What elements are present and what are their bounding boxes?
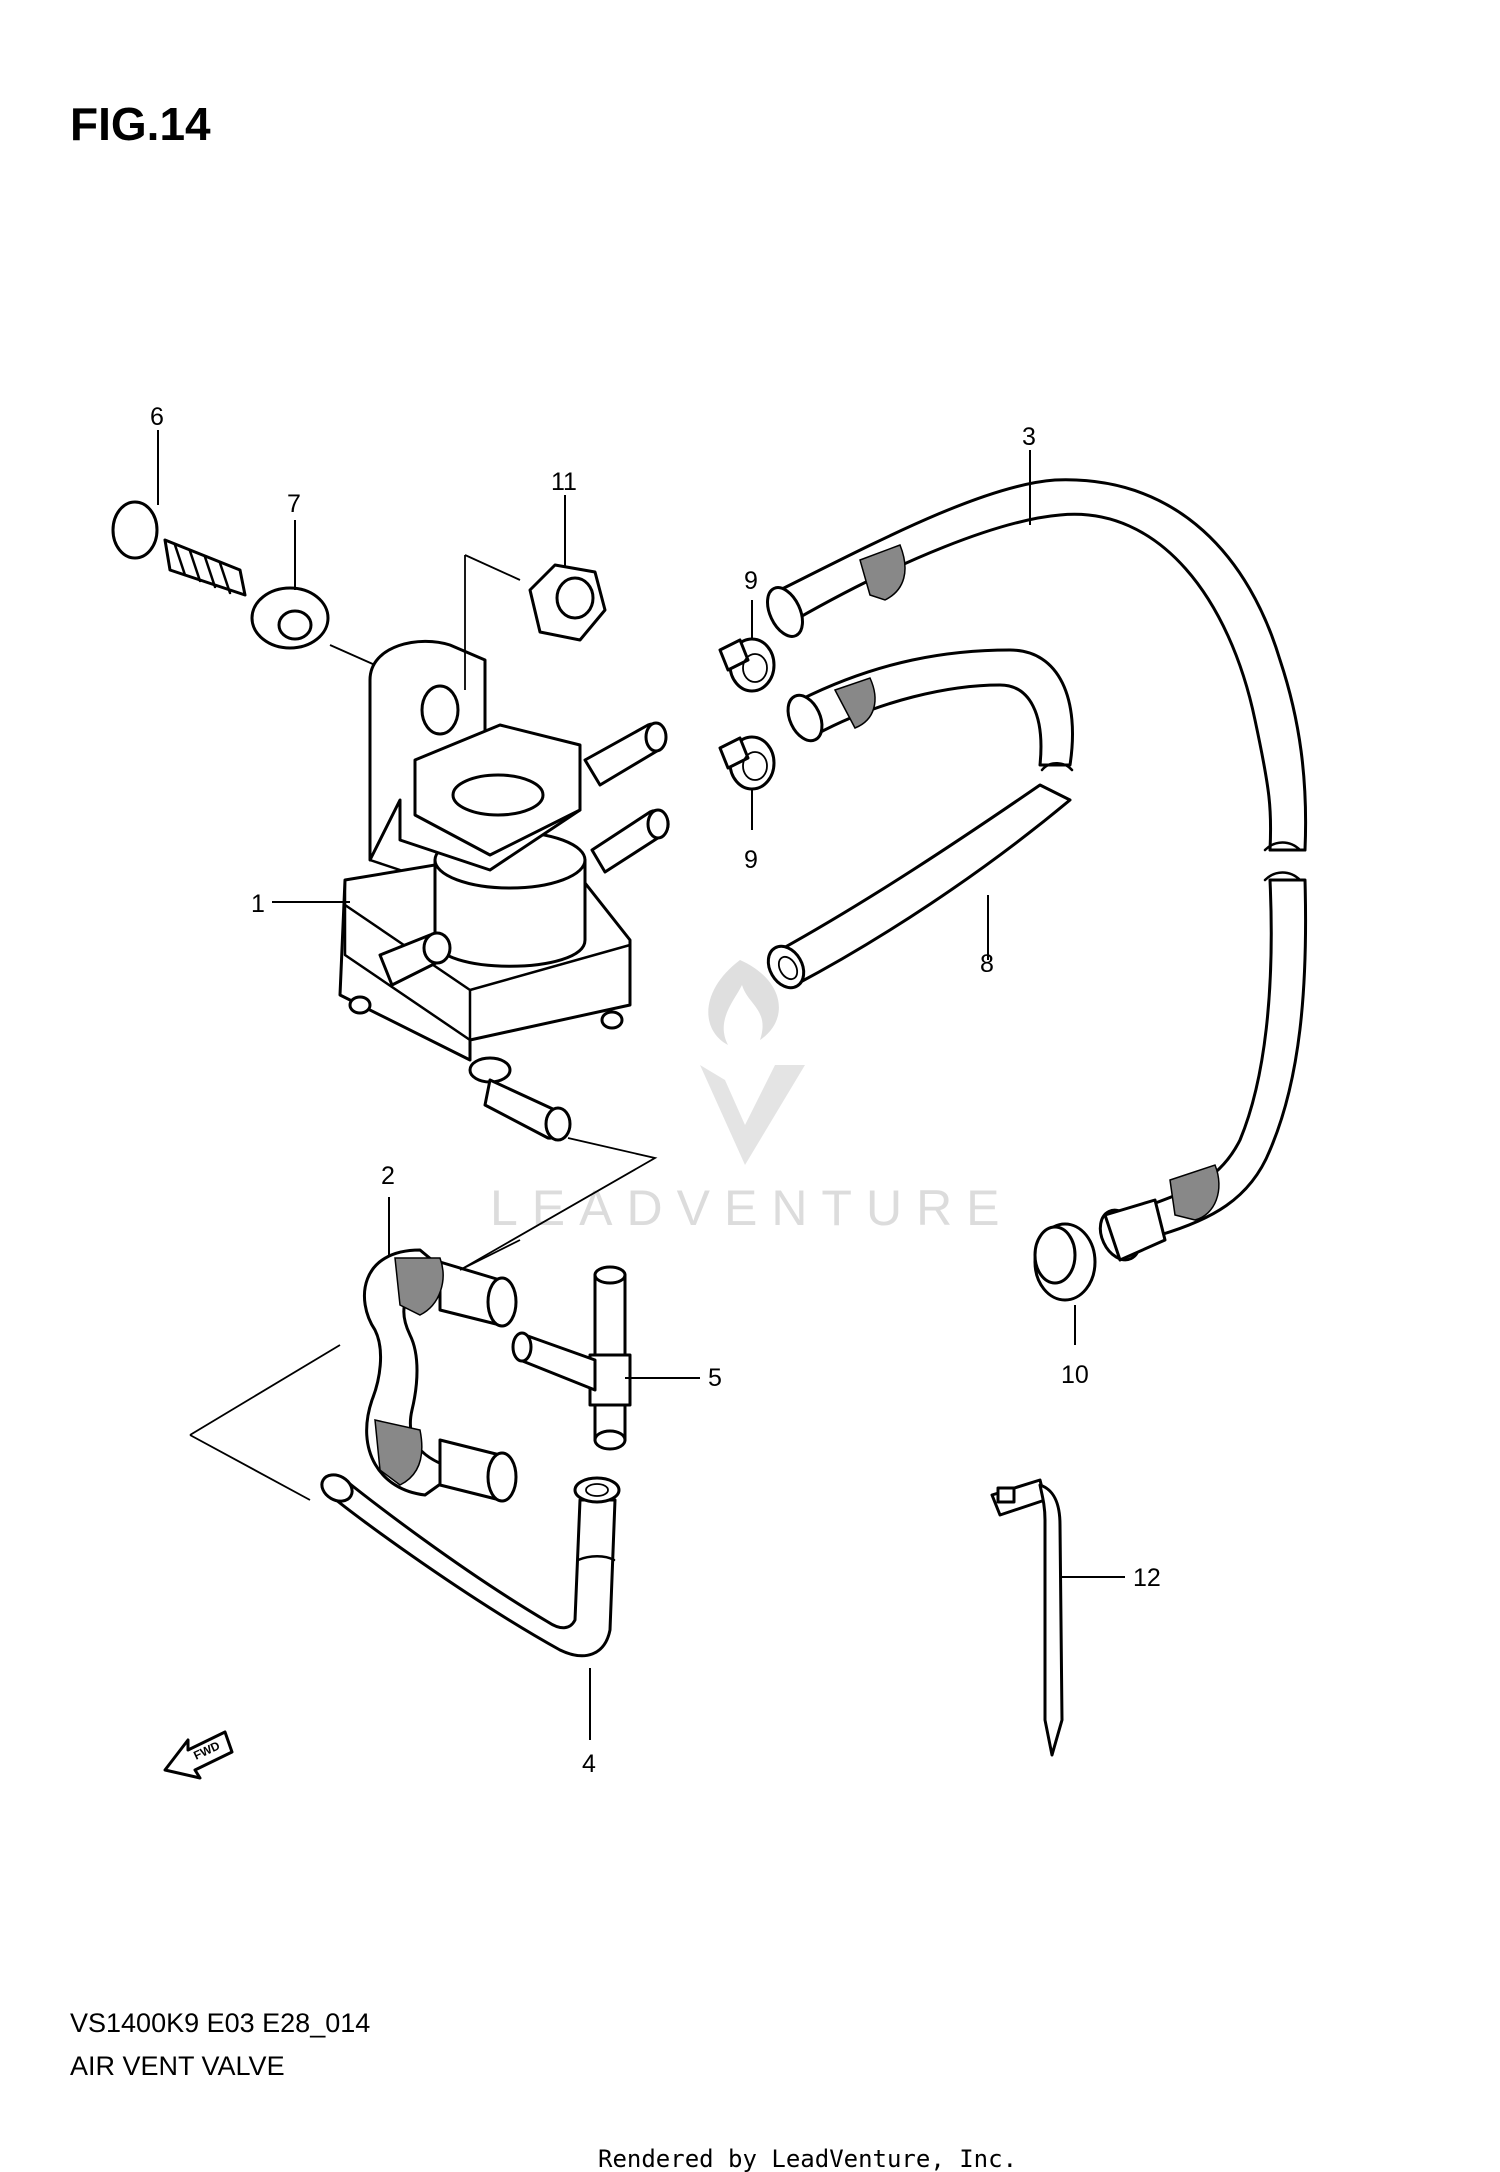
watermark-text: LEADVENTURE — [490, 1180, 1014, 1236]
callout-4: 4 — [582, 1750, 596, 1778]
callout-8: 8 — [980, 950, 994, 978]
figure-title: FIG.14 — [70, 98, 211, 150]
watermark: LEADVENTURE — [490, 960, 1014, 1236]
callout-6: 6 — [150, 403, 164, 431]
callout-12: 12 — [1133, 1564, 1161, 1592]
callout-2: 2 — [381, 1162, 395, 1190]
callouts: 1 2 3 4 5 6 7 8 9 9 10 11 12 — [150, 403, 1161, 1778]
callout-1: 1 — [251, 890, 265, 918]
figure-name: AIR VENT VALVE — [70, 2051, 285, 2081]
part-4-l-hose — [320, 1473, 621, 1658]
part-9-clamp-lower — [718, 735, 776, 791]
part-9-clamp-upper — [718, 637, 776, 693]
callout-10: 10 — [1061, 1361, 1089, 1389]
part-11-nut — [528, 563, 607, 642]
callout-5: 5 — [708, 1364, 722, 1392]
callout-3: 3 — [1022, 423, 1036, 451]
part-2-u-hose — [189, 1239, 521, 1503]
callout-9-upper: 9 — [744, 567, 758, 595]
part-7-washer — [250, 586, 330, 650]
part-1-air-vent-valve — [329, 554, 670, 1271]
figure-code: VS1400K9 E03 E28_014 — [70, 2008, 370, 2038]
part-6-bolt — [111, 500, 247, 597]
flame-logo-icon — [700, 960, 805, 1165]
rendered-by-credit: Rendered by LeadVenture, Inc. — [598, 2145, 1017, 2172]
part-10-grommet — [1033, 1222, 1097, 1302]
callout-9-lower: 9 — [744, 846, 758, 874]
callout-7: 7 — [287, 490, 301, 518]
part-3-hose — [766, 478, 1308, 1262]
part-8-hose — [766, 648, 1074, 990]
leader-lines — [157, 430, 1125, 1740]
fwd-arrow-icon: FWD — [163, 1730, 234, 1780]
callout-11: 11 — [551, 468, 577, 496]
part-12-cable-tie — [990, 1478, 1064, 1757]
part-5-t-joint — [511, 1265, 632, 1451]
